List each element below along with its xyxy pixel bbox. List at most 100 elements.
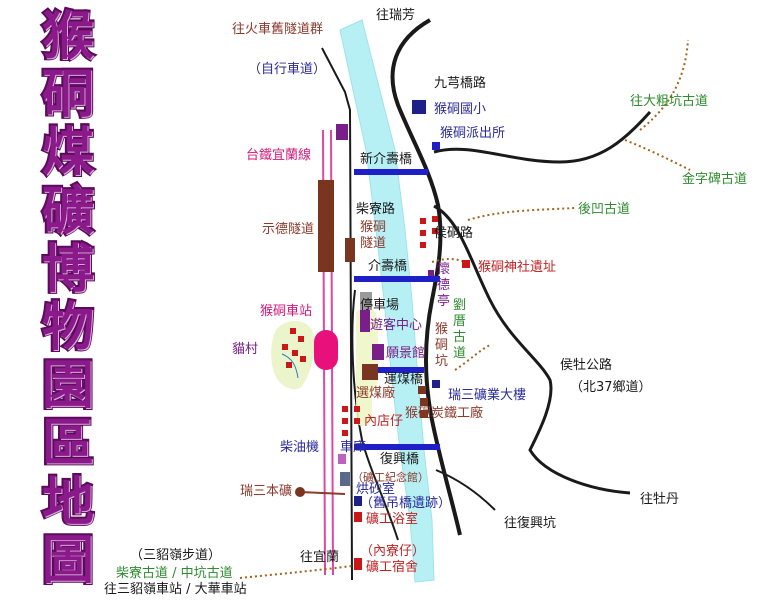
bridge-yunmei <box>362 367 424 373</box>
label-fuxing-bridge: 復興橋 <box>380 452 420 467</box>
label-old-tunnels: 往火車舊隧道群 <box>232 22 324 37</box>
label-sandiao-trail: （三貂嶺步道） <box>130 548 222 563</box>
bike-path <box>321 47 353 581</box>
title-char: 博 <box>40 239 96 301</box>
shide-tunnel-building <box>318 180 334 272</box>
visitor-center-building <box>360 310 370 332</box>
title-char: 物 <box>40 297 96 359</box>
label-houao-trail: 後凹古道 <box>578 202 631 217</box>
charcoal-building <box>420 398 428 406</box>
label-neiliaozai: （內寮仔） <box>360 544 426 559</box>
label-ruisan-mine: 瑞三本礦 <box>240 484 293 499</box>
label-charcoal-factory: 猴硐炭鐵工廠 <box>405 406 484 421</box>
label-slash: / <box>168 566 181 581</box>
label-huaide-pavilion: 懷德亭 <box>436 262 450 309</box>
label-houtong-road: 侯硐路 <box>434 226 474 241</box>
houmu-road <box>433 204 631 495</box>
label-zhongkeng-trail: 中坑古道 <box>180 566 233 581</box>
bike-path-building <box>336 124 348 140</box>
label-to-ruifang: 往瑞芳 <box>376 8 416 23</box>
house-cluster-icon <box>282 328 306 368</box>
red-building-cluster <box>342 216 470 570</box>
label-drying-room: 烘砂室 <box>356 482 396 497</box>
label-jinzibei: 金字碑古道 <box>682 172 748 187</box>
map-title: 猴 硐 煤 礦 博 物 園 區 地 圖 <box>36 6 100 592</box>
trail-dacukeng <box>639 39 689 131</box>
mine-entrance-icon <box>295 487 305 497</box>
title-char: 區 <box>40 413 96 475</box>
label-houtong-station: 猴硐車站 <box>260 304 313 319</box>
label-mining-memorial: （礦工紀念館） <box>352 471 429 484</box>
label-houtong-shrine: 猴硐神社遺址 <box>478 260 557 275</box>
label-neidianzai: 內店仔 <box>364 414 404 429</box>
police-station-building <box>432 142 440 150</box>
title-char: 猴 <box>40 6 96 68</box>
title-char: 圖 <box>40 530 96 592</box>
label-bike-path: （自行車道） <box>248 62 327 77</box>
label-jiufen-bridge: 九芎橋路 <box>434 76 487 91</box>
trail-jinzibei <box>624 139 691 171</box>
label-trails-row: 柴寮古道 / 中坑古道 <box>116 566 233 582</box>
elementary-school-building <box>412 100 426 114</box>
title-char: 硐 <box>40 64 96 126</box>
label-diesel-depot: 柴油機 <box>280 440 320 455</box>
label-liucuo-trail: 劉厝古道 <box>452 298 466 361</box>
label-depot: 車庫 <box>340 440 367 455</box>
trail-liucuo <box>454 344 491 371</box>
depot-building <box>338 454 346 464</box>
bridge-fuxing <box>354 444 440 450</box>
label-chaiiao-road: 柴寮路 <box>356 202 396 217</box>
label-to-yilan: 往宜蘭 <box>300 550 340 565</box>
trail-houao <box>467 207 576 221</box>
bridge-xinjieshou <box>354 169 428 175</box>
label-gujing-hall: 願景館 <box>386 346 426 361</box>
label-cat-village: 貓村 <box>232 342 259 357</box>
label-miner-dorm: 礦工宿舍 <box>366 560 419 575</box>
road-east <box>433 111 652 164</box>
huaide-pavilion-building <box>428 270 434 276</box>
label-to-dacukeng: 往大粗坑古道 <box>630 94 709 109</box>
parking-lot <box>360 292 372 310</box>
coal-plant-building <box>362 364 378 380</box>
label-jieshou-bridge: 介壽橋 <box>368 259 408 274</box>
label-visitor-center: 遊客中心 <box>370 318 423 333</box>
label-parking: 停車場 <box>360 298 400 313</box>
label-xinjieshou-bridge: 新介壽橋 <box>360 152 413 167</box>
label-houtong-kang: 猴硐坑 <box>434 322 448 369</box>
label-chaiiao-trail: 柴寮古道 <box>116 566 169 581</box>
park-zone <box>356 385 372 426</box>
label-ruisan-building: 瑞三礦業大樓 <box>448 388 527 403</box>
gujing-hall-building <box>372 344 384 360</box>
charcoal-building <box>420 410 428 418</box>
houtong-station <box>314 330 338 370</box>
label-miner-bath: 礦工浴室 <box>366 512 419 527</box>
drying-room-building <box>354 496 362 506</box>
ruisan-mine-link <box>299 491 346 495</box>
bridge-jieshou <box>354 276 440 282</box>
houtong-tunnel-building <box>345 238 355 262</box>
main-road <box>390 18 462 536</box>
ruisan-building <box>432 380 440 388</box>
label-shide-tunnel: 示德隧道 <box>262 222 315 237</box>
cat-village-path <box>281 353 299 379</box>
title-char: 礦 <box>40 180 96 242</box>
label-to-stations: 往三貂嶺車站 / 大華車站 <box>104 582 247 597</box>
label-houtong-elementary: 猴硐國小 <box>434 102 487 117</box>
memorial-building <box>340 472 350 486</box>
label-yunmei-bridge: 運煤橋 <box>384 372 424 387</box>
label-houtong-tunnel: 猴硐隧道 <box>360 220 387 251</box>
title-char: 園 <box>40 355 96 417</box>
label-to-fuxingkeng: 往復興坑 <box>504 516 557 531</box>
label-to-mudan: 往牡丹 <box>640 492 680 507</box>
title-char: 地 <box>40 471 96 533</box>
label-yilan-line: 台鐵宜蘭線 <box>246 148 312 163</box>
inner-road <box>351 289 399 541</box>
label-old-ropeway: （舊吊橋遺跡） <box>360 496 452 511</box>
label-houmu-road: 侯牡公路 <box>560 358 613 373</box>
label-houtong-police: 猴硐派出所 <box>440 126 506 141</box>
title-char: 煤 <box>40 122 96 184</box>
trail-sandiao <box>239 565 353 579</box>
road-southwest <box>435 469 496 511</box>
